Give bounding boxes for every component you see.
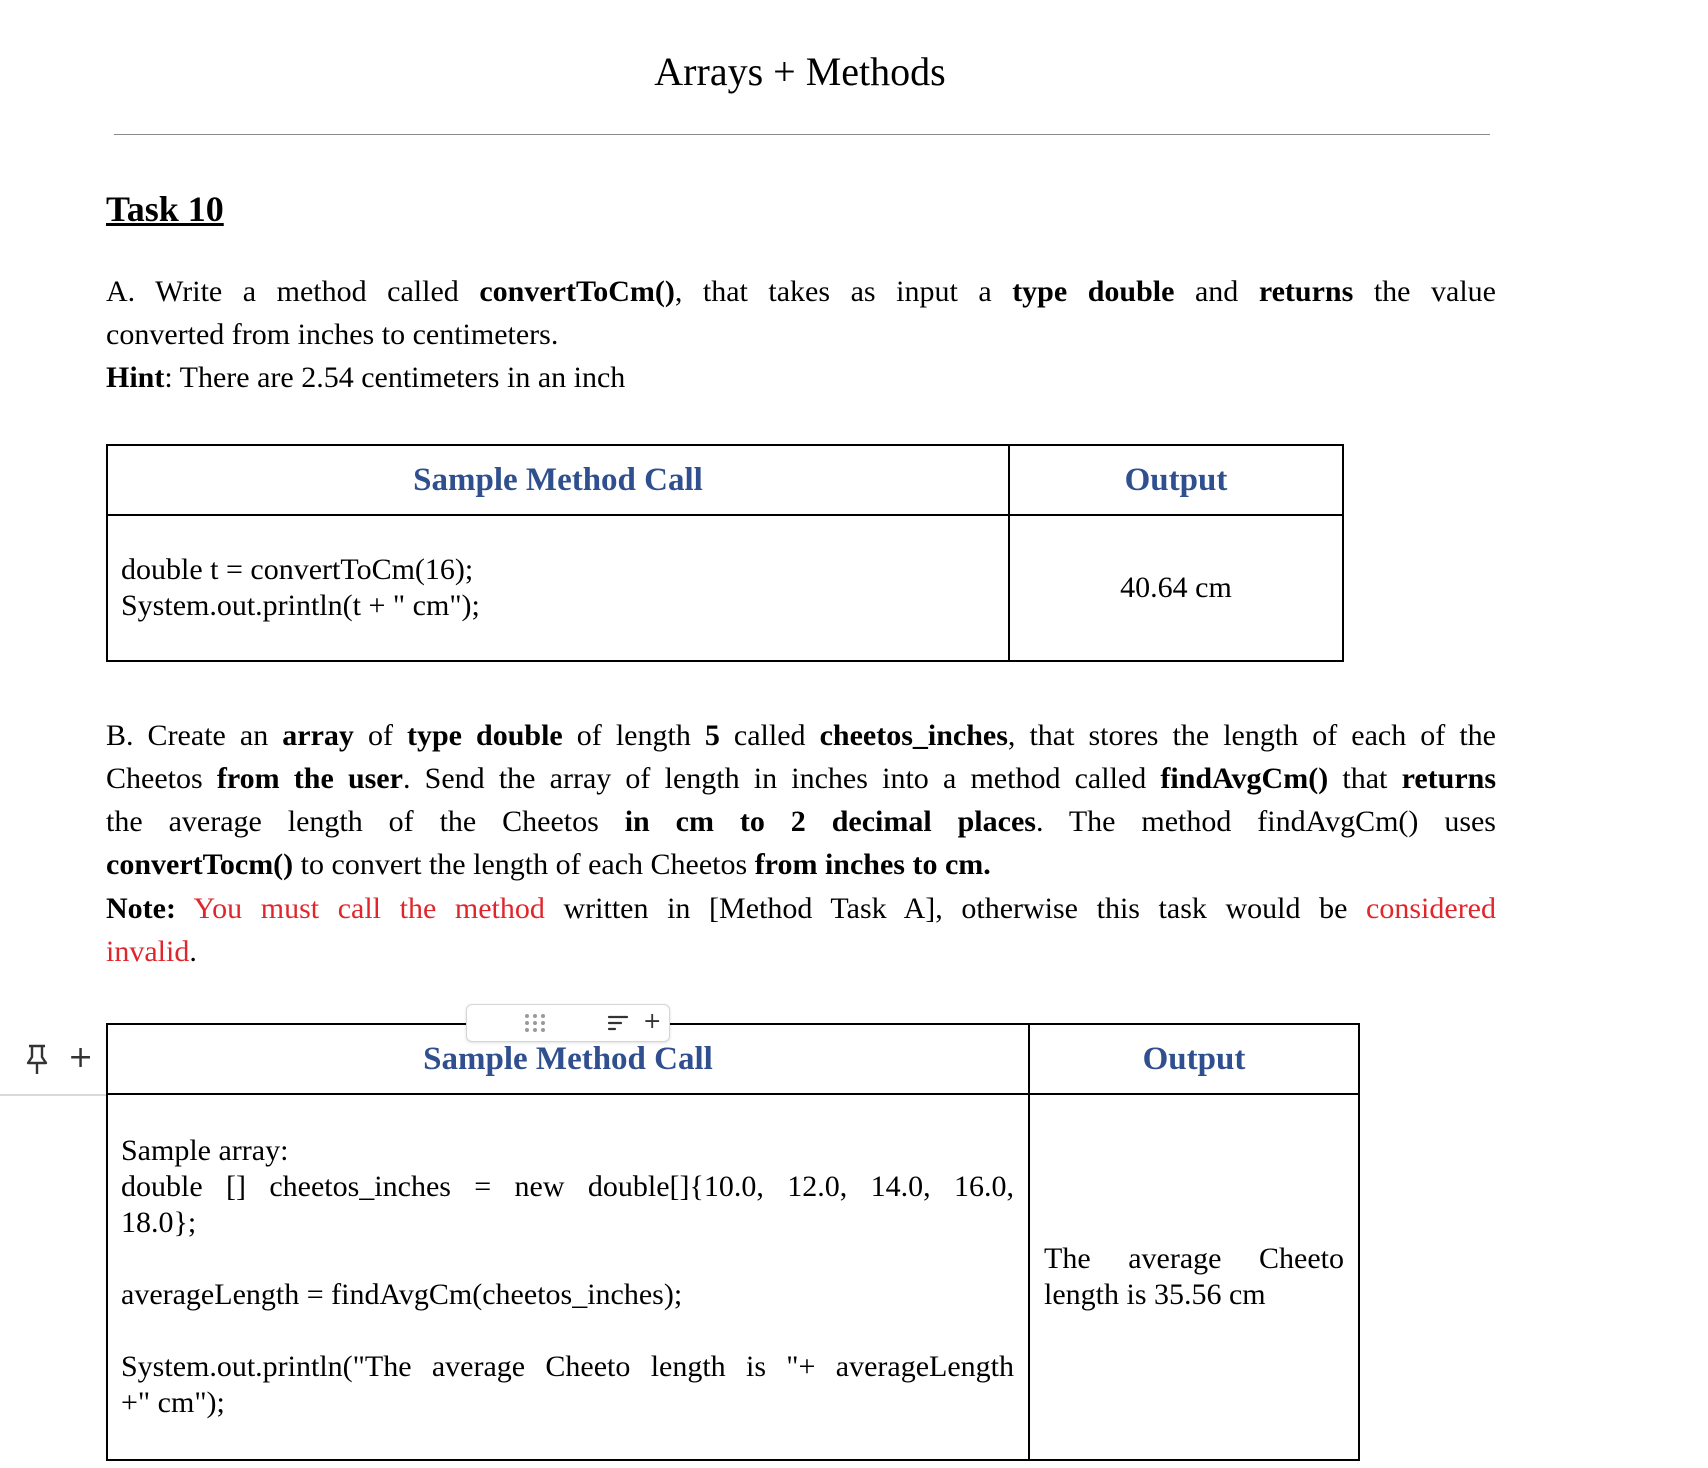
table-b-header-output: Output <box>1028 1023 1360 1095</box>
hint-line: Hint: There are 2.54 centimeters in an i… <box>106 361 626 394</box>
task-heading: Task 10 <box>106 189 224 229</box>
table-a-header-call: Sample Method Call <box>106 444 1010 516</box>
page-title: Arrays + Methods <box>654 49 946 94</box>
pin-icon[interactable] <box>24 1042 50 1076</box>
part-b-line-4: convertTocm() to convert the length of e… <box>106 848 991 881</box>
note-line-2: invalid. <box>106 935 197 968</box>
part-a-paragraph: A. Write a method called convertToCm(), … <box>106 270 1496 399</box>
block-toolbar: + <box>466 1004 670 1042</box>
part-b-line-1: B. Create an array of type double of len… <box>106 719 1496 752</box>
part-a-line-1: A. Write a method called convertToCm(), … <box>106 275 1496 308</box>
table-b-output-cell: The average Cheeto length is 35.56 cm <box>1028 1093 1360 1461</box>
part-b-paragraph: B. Create an array of type double of len… <box>106 714 1496 973</box>
drag-dots-icon[interactable] <box>523 1013 547 1033</box>
table-a-header-output: Output <box>1008 444 1344 516</box>
row-handle: + <box>0 1040 106 1096</box>
align-icon[interactable] <box>607 1015 629 1031</box>
add-row-plus-icon[interactable]: + <box>68 1040 94 1075</box>
note-line-1: Note: You must call the method written i… <box>106 892 1496 925</box>
table-b-code-cell: Sample array: double [] cheetos_inches =… <box>106 1093 1030 1461</box>
plus-icon[interactable]: + <box>643 1009 662 1034</box>
part-a-line-2: converted from inches to centimeters. <box>106 318 559 351</box>
part-b-line-2: Cheetos from the user. Send the array of… <box>106 762 1497 795</box>
header-divider <box>114 134 1490 135</box>
sample-table-b: Sample Method Call Output Sample array: … <box>106 1023 1360 1461</box>
part-b-line-3: the average length of the Cheetos in cm … <box>106 805 1496 838</box>
table-a-code-cell: double t = convertToCm(16); System.out.p… <box>106 514 1010 662</box>
table-a-output-cell: 40.64 cm <box>1008 514 1344 662</box>
sample-table-a: Sample Method Call Output double t = con… <box>106 444 1344 662</box>
